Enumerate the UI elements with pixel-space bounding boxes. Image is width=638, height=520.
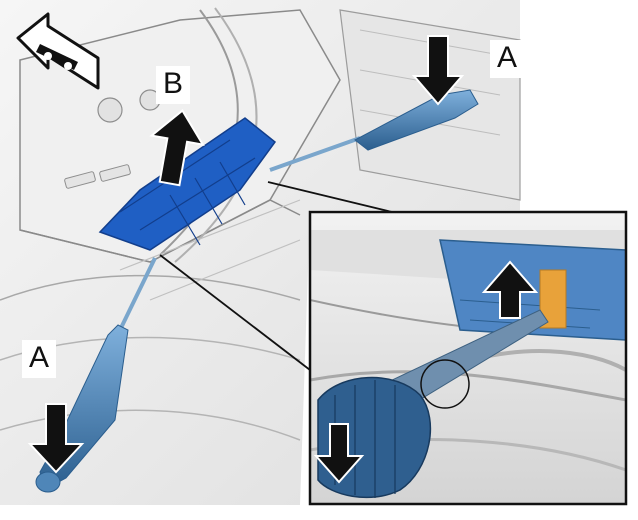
callout-label-a-bottom: A <box>22 340 56 378</box>
arrow-up-icon <box>481 260 539 319</box>
arrow-down-icon <box>313 423 365 484</box>
detail-inset <box>308 210 628 506</box>
car-forward-arrow-icon <box>16 12 100 90</box>
callout-label-b: B <box>156 66 190 104</box>
arrow-down-icon <box>27 403 85 474</box>
arrow-down-icon <box>411 35 465 106</box>
callout-label-a-top: A <box>490 40 524 78</box>
arrow-up-icon <box>149 109 205 187</box>
callout-leader-lines <box>159 181 393 371</box>
